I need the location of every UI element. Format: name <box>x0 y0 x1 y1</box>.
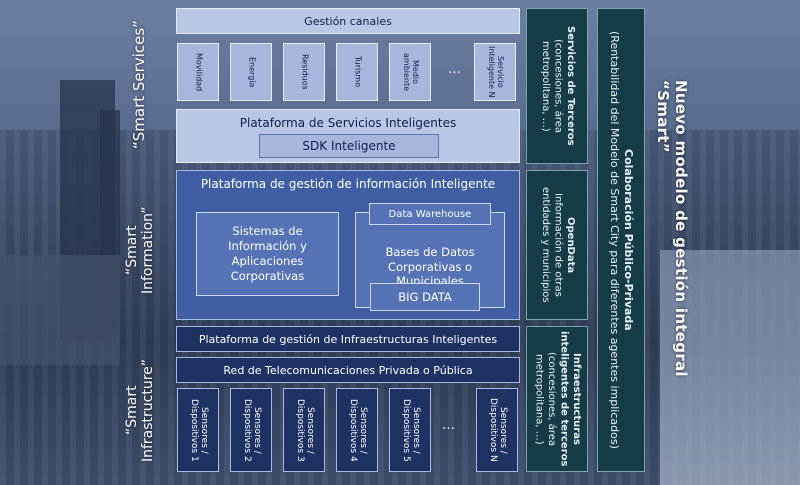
opendata-body: Información de otras entidades y municip… <box>539 187 564 303</box>
services-ellipsis: … <box>448 62 463 77</box>
information-platform-label: Plataforma de gestión de información Int… <box>200 177 496 191</box>
label-smart-information: “Smart Information” <box>124 206 156 294</box>
infrastructure-platform: Plataforma de gestión de Infraestructura… <box>176 326 520 352</box>
integral-model-title: Nuevo modelo de gestión integral “Smart” <box>654 80 690 377</box>
service-movilidad: Movilidad <box>177 43 219 101</box>
label-smart-infrastructure: “Smart Infrastructure” <box>124 358 156 462</box>
corporate-systems-box: Sistemas de Información y Aplicaciones C… <box>196 212 339 296</box>
sensor-4: Sensores / Dispositivos 4 <box>336 388 378 472</box>
service-residuos: Residuos <box>283 43 325 101</box>
sensors-ellipsis: … <box>442 418 457 433</box>
sensor-1: Sensores / Dispositivos 1 <box>177 388 219 472</box>
public-private-collaboration: Colaboración Público-Privada (Rentabilid… <box>597 8 645 472</box>
service-turismo: Turismo <box>336 43 378 101</box>
third-party-services: Servicios de Terceros (concesiones, área… <box>526 8 588 164</box>
collaboration-body: (Rentabilidad del Modelo de Smart City p… <box>608 31 621 449</box>
service-medio-ambiente: Medio ambiente <box>389 43 431 101</box>
sensor-n: Sensores / Dispositivos N <box>476 388 518 472</box>
label-smart-services: “Smart Services” <box>130 20 148 150</box>
sensor-3: Sensores / Dispositivos 3 <box>283 388 325 472</box>
sensor-5: Sensores / Dispositivos 5 <box>389 388 431 472</box>
service-energia: Energía <box>230 43 272 101</box>
third-party-infrastructure: Infraestructuras inteligentes de tercero… <box>526 326 588 472</box>
sdk-box: SDK Inteligente <box>259 134 439 158</box>
third-party-services-body: (concesiones, área metropolitana, …) <box>539 39 564 133</box>
opendata-title: OpenData <box>564 216 576 274</box>
third-party-services-title: Servicios de Terceros <box>564 26 576 146</box>
databases-label: Bases de Datos Corporativas o Municipale… <box>385 245 475 289</box>
big-data-box: BIG DATA <box>370 283 480 311</box>
channels-bar: Gestión canales <box>176 8 520 34</box>
background-building <box>0 255 120 365</box>
collaboration-title: Colaboración Público-Privada <box>621 149 635 331</box>
data-warehouse-box: Data Warehouse <box>369 203 491 225</box>
sensor-2: Sensores / Dispositivos 2 <box>230 388 272 472</box>
opendata-box: OpenData Información de otras entidades … <box>526 170 588 320</box>
third-party-infrastructure-body: (concesiones, área metropolitana, …) <box>533 352 558 446</box>
smart-services-platform-label: Plataforma de Servicios Inteligentes <box>239 116 457 130</box>
third-party-infrastructure-title: Infraestructuras inteligentes de tercero… <box>558 331 583 467</box>
service-n: Servicio Inteligente N <box>474 43 516 101</box>
background-sea <box>660 250 800 485</box>
telecom-network: Red de Telecomunicaciones Privada o Públ… <box>176 357 520 383</box>
